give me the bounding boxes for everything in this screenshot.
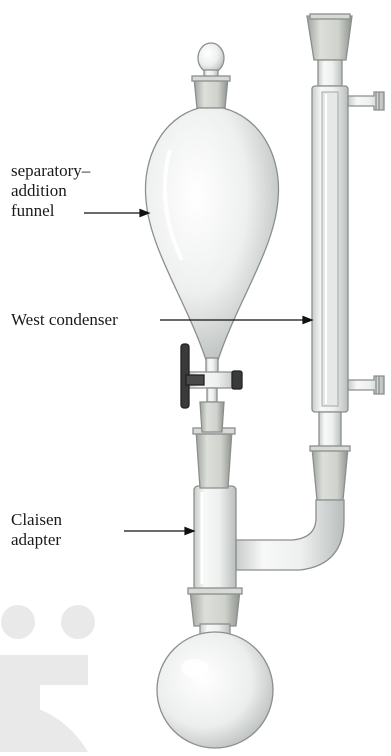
label-adapter-line-1: Claisen <box>11 510 62 530</box>
leader-funnel <box>84 210 149 217</box>
round-bottom-flask <box>157 624 273 748</box>
watermark <box>0 605 95 752</box>
separatory-addition-funnel <box>145 43 278 432</box>
leader-adapter <box>124 528 194 535</box>
label-claisen-adapter: Claisen adapter <box>11 510 62 550</box>
label-funnel-line-3: funnel <box>11 201 90 221</box>
label-funnel-line-2: addition <box>11 181 90 201</box>
label-funnel: separatory– addition funnel <box>11 161 90 221</box>
label-funnel-line-1: separatory– <box>11 161 90 181</box>
leader-condenser <box>160 317 312 324</box>
label-west-condenser: West condenser <box>11 310 118 330</box>
label-adapter-line-2: adapter <box>11 530 62 550</box>
west-condenser <box>307 14 384 500</box>
